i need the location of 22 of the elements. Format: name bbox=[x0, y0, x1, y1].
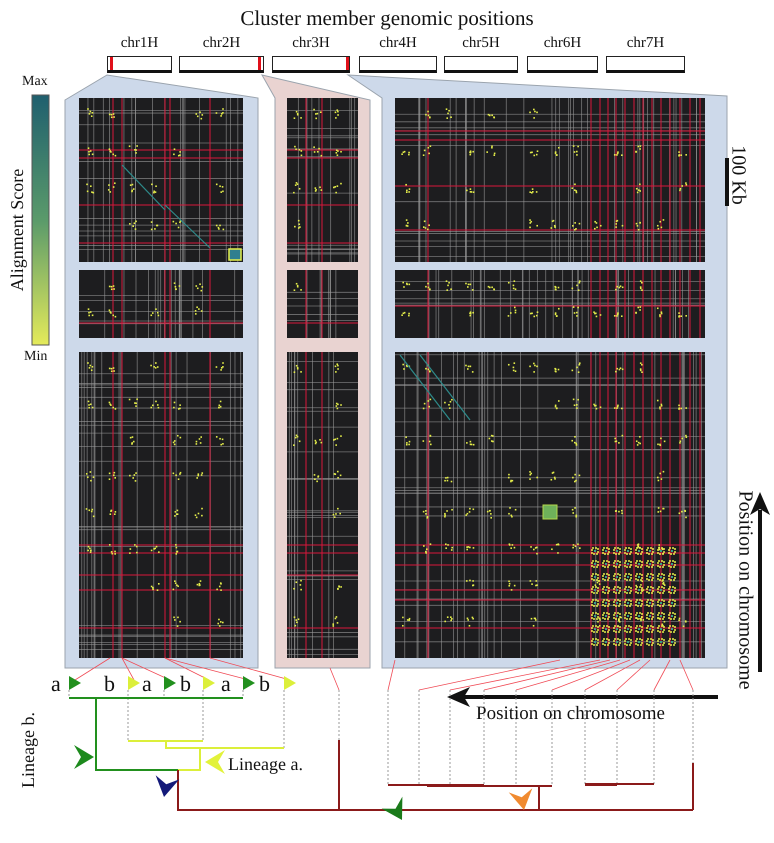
lineage-label: Lineage a. bbox=[228, 755, 303, 773]
tip-label: a bbox=[221, 673, 231, 695]
figure-title: Cluster member genomic positions bbox=[239, 8, 535, 29]
chromosome-label: chr6H bbox=[542, 36, 582, 51]
scale-label: Max bbox=[22, 75, 48, 89]
tip-label: a bbox=[142, 673, 152, 695]
chromosome-label: chr7H bbox=[626, 36, 666, 51]
axis-title: Position on chromosome bbox=[476, 704, 665, 723]
tip-label: b bbox=[180, 673, 191, 695]
chromosome-label: chr1H bbox=[120, 36, 160, 51]
axis-title: Alignment Score bbox=[8, 168, 26, 292]
chromosome-label: chr5H bbox=[461, 36, 501, 51]
scale-label: Min bbox=[24, 350, 48, 364]
chromosome-label: chr3H bbox=[291, 36, 331, 51]
tip-label: b bbox=[259, 673, 270, 695]
lineage-label: Lineage b. bbox=[18, 712, 37, 788]
axis-title: Position on chromosome bbox=[734, 490, 755, 690]
scale-bar-label: 100 Kb bbox=[728, 145, 748, 205]
chromosome-label: chr4H bbox=[378, 36, 418, 51]
tip-label: a bbox=[51, 673, 61, 695]
chromosome-label: chr2H bbox=[202, 36, 242, 51]
tip-label: b bbox=[104, 673, 115, 695]
